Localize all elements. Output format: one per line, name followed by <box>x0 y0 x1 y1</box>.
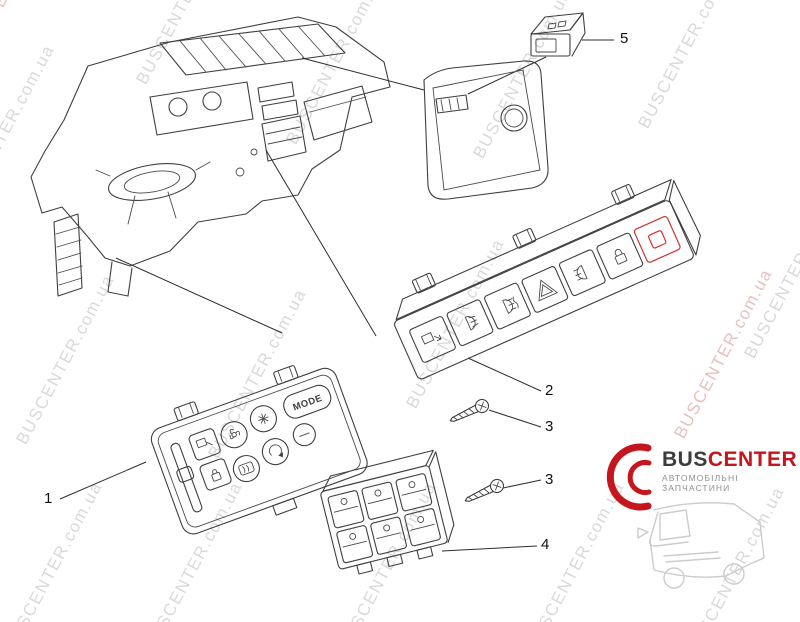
switch-5-key-icon <box>547 22 557 30</box>
ac-button <box>249 405 277 433</box>
mode-button: MODE <box>283 384 332 419</box>
aux-button <box>292 423 316 447</box>
panel1-bottom-tab <box>272 497 298 516</box>
rear-defrost-icon <box>238 461 255 476</box>
control-panel-1-drawing: MODE <box>150 365 368 535</box>
brand-name-part1: BUS <box>662 448 708 471</box>
buscenter-logo-mark <box>606 443 652 511</box>
rear-defrost-button <box>232 454 260 483</box>
console-bezel-drawing <box>423 60 549 200</box>
bezel-slot <box>435 94 469 114</box>
part-label-3b: 3 <box>545 471 554 488</box>
recirculation-icon <box>269 444 283 458</box>
temperature-slider <box>170 442 203 513</box>
fan-button <box>220 421 248 449</box>
part-label-5: 5 <box>620 30 629 47</box>
brand-name: BUSCENTER <box>662 449 800 471</box>
red-switch-blank <box>633 215 681 263</box>
front-fog-light-icon <box>502 296 519 314</box>
steering-column-drawing <box>95 161 211 225</box>
switch-panel-2-drawing <box>394 179 701 380</box>
brand-tagline: АВТОМОБІЛЬНІ ЗАПЧАСТИНИ <box>662 473 739 493</box>
part-label-4: 4 <box>541 536 550 553</box>
lower-dash-fragment <box>107 261 133 297</box>
brand-name-part2: CENTER <box>707 448 798 471</box>
switch-5-key-icon <box>557 20 567 28</box>
van-sketch <box>637 502 765 589</box>
mounting-clips <box>411 184 635 294</box>
buscenter-logo: BUSCENTER АВТОМОБІЛЬНІ ЗАПЧАСТИНИ <box>662 449 800 494</box>
mounting-clips <box>173 365 299 422</box>
defroster-vent-drawing <box>159 23 346 76</box>
snowflake-icon <box>258 413 269 424</box>
dashboard-drawing <box>30 16 391 297</box>
window-icon <box>195 437 213 449</box>
red-switch-inner <box>648 230 667 249</box>
glovebox-drawing <box>303 85 373 141</box>
instrument-cluster-drawing <box>149 81 254 136</box>
side-grille-drawing <box>53 213 83 297</box>
rocker-switches <box>327 473 441 564</box>
lock-icon <box>614 249 628 265</box>
switch-5-drawing <box>530 12 586 57</box>
fan-icon <box>229 429 240 440</box>
headlight-washer-icon <box>464 315 479 331</box>
lock-icon <box>211 469 222 482</box>
hazard-triangle-icon <box>538 279 559 302</box>
switch-block-4-drawing <box>320 449 455 575</box>
part-label-2: 2 <box>545 382 554 399</box>
part-label-3a: 3 <box>545 418 554 435</box>
lock-button <box>199 458 232 491</box>
center-stack-drawing <box>257 81 307 162</box>
shifter-hole <box>500 104 528 132</box>
screw-3b-drawing <box>464 478 505 502</box>
screw-3a-drawing <box>449 398 490 422</box>
part-label-1: 1 <box>44 490 53 507</box>
window-switch-icon <box>420 332 442 345</box>
leader-lines <box>59 39 614 552</box>
window-button <box>188 428 221 461</box>
connector-tabs <box>356 546 434 575</box>
recirculation-button <box>261 438 289 466</box>
rear-fog-light-icon <box>573 264 588 281</box>
